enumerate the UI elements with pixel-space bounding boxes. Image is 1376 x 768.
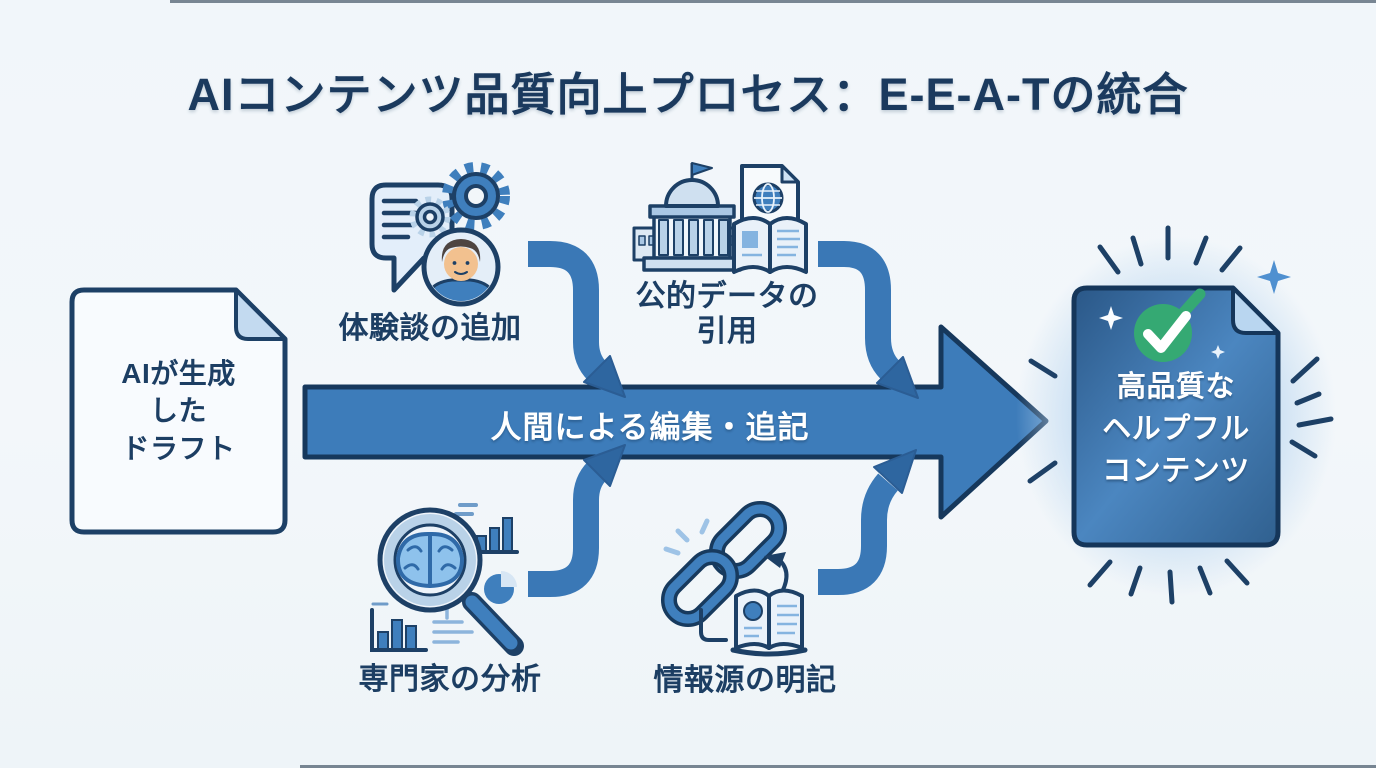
document-fold xyxy=(234,288,287,341)
chain-link-icon xyxy=(660,500,788,628)
ray-line xyxy=(1294,391,1322,406)
ray-line xyxy=(1097,244,1121,275)
gear-icon xyxy=(442,162,510,230)
result-card xyxy=(1071,285,1281,548)
connector-top-right xyxy=(818,241,900,380)
arrowhead-bottom-right xyxy=(873,449,917,494)
input-document xyxy=(69,287,288,535)
ray-line xyxy=(1128,565,1143,597)
branch-connectors xyxy=(528,241,900,597)
ray-line xyxy=(1289,439,1318,459)
connector-bottom-right xyxy=(818,473,899,595)
document-page xyxy=(69,287,288,535)
ray-line xyxy=(1219,245,1243,273)
main-process-arrow xyxy=(302,324,1049,520)
document-globe-icon xyxy=(740,164,800,234)
government-building-book-icon xyxy=(632,162,808,274)
open-book-icon xyxy=(732,216,808,274)
branch-label-sources: 情報源の明記 xyxy=(653,664,837,697)
result-card-group xyxy=(1016,225,1336,605)
top-edge-artifact xyxy=(170,0,1376,3)
connector-arrowheads xyxy=(583,355,919,494)
arrowhead-bottom-left xyxy=(583,444,626,487)
ray-line xyxy=(1130,235,1144,267)
input-document-label: AIが生成 した ドラフト xyxy=(121,358,236,464)
ray-line xyxy=(1290,356,1320,384)
citation-arrow-icon xyxy=(764,552,789,594)
speech-bubble-gears-person-icon xyxy=(369,162,510,307)
arrowhead-top-right xyxy=(876,356,919,399)
branch-label-public-data: 公的データの 引用 xyxy=(635,280,819,349)
ray-line xyxy=(1167,569,1175,605)
bottom-bar-chart-icon xyxy=(370,602,428,652)
result-card-label: 高品質な ヘルプフル コンテンツ xyxy=(1102,371,1250,488)
sparkle-icon xyxy=(1211,345,1225,359)
rays xyxy=(1027,225,1334,605)
government-building-icon xyxy=(632,162,752,272)
bracket-line xyxy=(699,608,728,642)
sparkle-icon xyxy=(1257,260,1291,294)
arrowhead-top-left xyxy=(583,355,626,398)
magnifier-brain-charts-icon xyxy=(370,503,524,656)
bottom-edge-artifact xyxy=(300,765,1376,768)
ray-line xyxy=(1028,358,1058,379)
brain-icon xyxy=(395,531,465,588)
ray-line xyxy=(1296,416,1334,428)
magnifier-brain-icon xyxy=(377,507,524,656)
notes-lines-icon xyxy=(432,607,474,644)
sparkle-dashes-icon xyxy=(663,518,710,556)
card-fold xyxy=(1231,286,1280,335)
ray-line xyxy=(1087,559,1113,588)
citation-book-icon xyxy=(730,588,808,657)
pie-chart-icon xyxy=(484,571,517,604)
ray-line xyxy=(1224,558,1250,586)
connector-bottom-left xyxy=(528,461,607,597)
ray-line xyxy=(1027,460,1058,484)
ray-line xyxy=(1197,565,1213,596)
branch-label-experience: 体験談の追加 xyxy=(338,312,522,345)
small-gear-icon xyxy=(409,196,451,238)
page-title: AIコンテンツ品質向上プロセス：E-E-A-Tの統合 xyxy=(187,69,1189,120)
ray-line xyxy=(1193,235,1209,266)
check-circle-icon xyxy=(1134,288,1206,362)
process-arrow-label: 人間による編集・追記 xyxy=(490,410,810,445)
branch-label-expert-analysis: 専門家の分析 xyxy=(358,663,542,696)
chain-link-citation-book-icon xyxy=(660,500,808,657)
connector-top-left xyxy=(528,241,607,381)
person-avatar-icon xyxy=(421,227,501,307)
sparkle-icon xyxy=(1099,306,1123,330)
